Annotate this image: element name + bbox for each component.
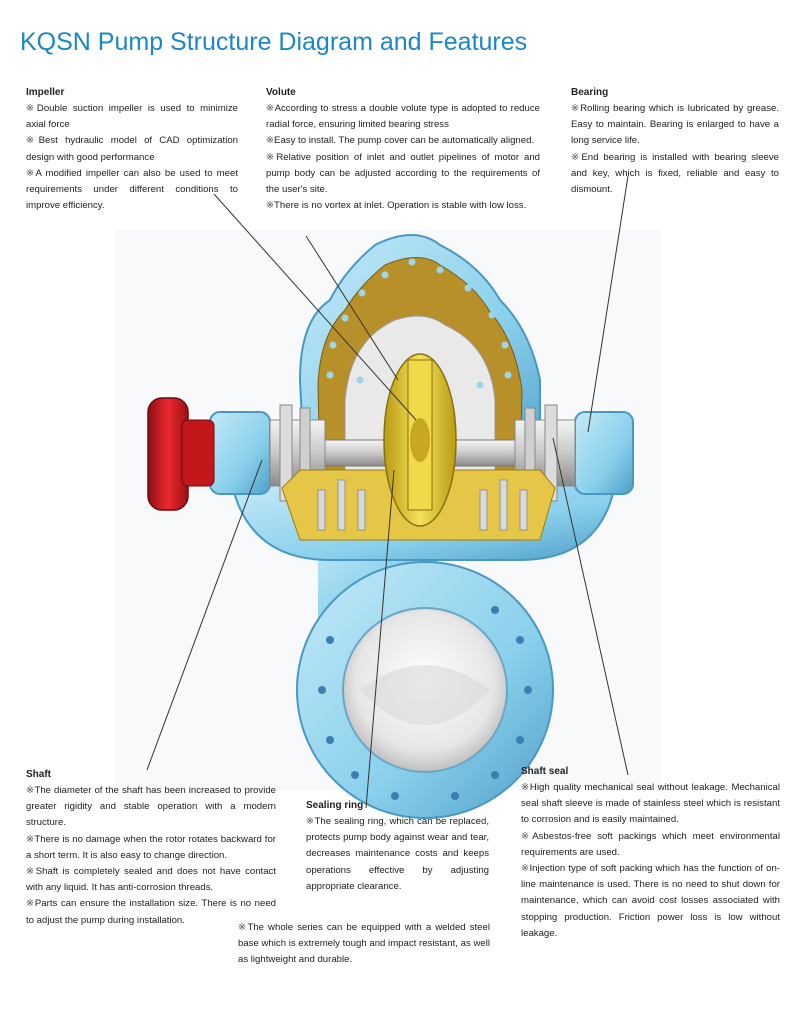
footnote: ※The whole series can be equipped with a… <box>238 922 490 966</box>
cover-bolts <box>326 258 512 389</box>
shaft-seal-heading: Shaft seal <box>521 766 569 777</box>
shaft-feature: ※The diameter of the shaft has been incr… <box>26 785 276 829</box>
flange-bolt-holes <box>318 606 532 800</box>
shaft-seal-feature: ※High quality mechanical seal without le… <box>521 782 780 826</box>
bearing-feature: ※Rolling bearing which is lubricated by … <box>571 103 779 147</box>
shaft-feature: ※Parts can ensure the installation size.… <box>26 898 276 926</box>
bearing-section: Bearing ※Rolling bearing which is lubric… <box>571 86 779 198</box>
shaft-seal-section: Shaft seal ※High quality mechanical seal… <box>521 765 780 942</box>
sealing-ring-feature: ※The sealing ring, which can be replaced… <box>306 816 489 892</box>
volute-feature: ※Easy to install. The pump cover can be … <box>266 135 535 147</box>
shaft-feature: ※There is no damage when the rotor rotat… <box>26 833 276 861</box>
impeller-feature: ※A modified impeller can also be used to… <box>26 167 238 212</box>
impeller-shape <box>383 353 457 527</box>
impeller-heading: Impeller <box>26 87 65 98</box>
bearing-feature: ※End bearing is installed with bearing s… <box>571 151 779 196</box>
shaft-seal-feature: ※Injection type of soft packing which ha… <box>521 863 781 939</box>
sealing-ring-section: Sealing ring ※The sealing ring, which ca… <box>306 799 489 895</box>
volute-section: Volute ※According to stress a double vol… <box>266 86 540 214</box>
shaft-feature: ※Shaft is completely sealed and does not… <box>26 866 276 894</box>
bearing-heading: Bearing <box>571 87 609 98</box>
impeller-section: Impeller ※Double suction impeller is use… <box>26 86 238 214</box>
stud-bolts <box>317 479 528 531</box>
volute-feature: ※There is no vortex at inlet. Operation … <box>266 200 527 212</box>
footnote-text: The whole series can be equipped with a … <box>238 922 490 966</box>
page-title: KQSN Pump Structure Diagram and Features <box>20 28 528 56</box>
bottom-flange <box>296 530 554 819</box>
impeller-feature: ※Double suction impeller is used to mini… <box>26 103 238 131</box>
volute-heading: Volute <box>266 87 296 98</box>
leader-lines <box>146 175 629 809</box>
shaft-heading: Shaft <box>26 769 51 780</box>
volute-feature: ※Relative position of inlet and outlet p… <box>266 151 540 196</box>
red-coupling <box>147 397 215 511</box>
volute-feature: ※According to stress a double volute typ… <box>266 103 540 131</box>
shaft-section: Shaft ※The diameter of the shaft has bee… <box>26 768 276 929</box>
shaft-seal-feature: ※Asbestos-free soft packings which meet … <box>521 830 780 858</box>
sealing-ring-heading: Sealing ring <box>306 800 364 811</box>
impeller-feature: ※Best hydraulic model of CAD optimizatio… <box>26 135 238 163</box>
